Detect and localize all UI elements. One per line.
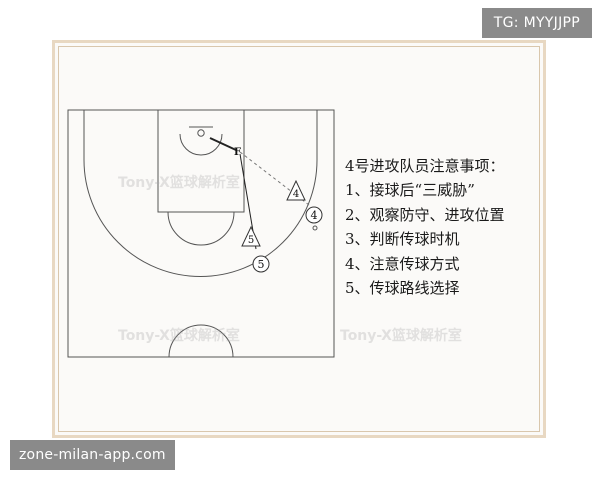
notes-item-2: 2、观察防守、进攻位置 — [345, 205, 505, 224]
player-4-notes: 4号进攻队员注意事项： 1、接球后“三威胁” 2、观察防守、进攻位置 3、判断传… — [345, 154, 505, 300]
offense-label-4: 4 — [311, 209, 318, 222]
telegram-tag: TG: MYYJJPP — [481, 8, 592, 38]
center-circle-arc — [168, 324, 234, 358]
notes-item-4: 4、注意传球方式 — [345, 254, 460, 273]
half-court-boundary — [67, 109, 335, 358]
frame-inner-border — [58, 46, 540, 432]
hoop-icon — [197, 129, 205, 137]
defender-triangle-5 — [241, 225, 261, 247]
free-throw-circle — [167, 211, 235, 246]
offense-label-5: 5 — [258, 258, 265, 271]
ball-holder-marker: F — [234, 147, 241, 158]
notes-item-1: 1、接球后“三威胁” — [345, 181, 475, 200]
watermark-bottom: Tony-X篮球解析室 — [118, 328, 240, 344]
offense-player-4 — [305, 206, 323, 224]
diagram-frame — [52, 40, 546, 438]
defender-label-4: 4 — [293, 189, 299, 200]
three-point-line — [83, 110, 318, 277]
notes-item-5: 5、传球路线选择 — [345, 279, 460, 298]
player-4-small-mark — [312, 225, 318, 231]
defender-label-5: 5 — [248, 235, 254, 246]
watermark-top: Tony-X篮球解析室 — [118, 175, 240, 191]
watermark-bottom-right: Tony-X篮球解析室 — [340, 328, 462, 344]
paint-lane — [157, 109, 245, 213]
notes-title: 4号进攻队员注意事项： — [345, 157, 505, 175]
notes-item-3: 3、判断传球时机 — [345, 230, 460, 249]
offense-player-5 — [252, 255, 270, 273]
site-url-tag: zone-milan-app.com — [10, 440, 175, 470]
defender-triangle-4 — [286, 179, 306, 201]
restricted-area-arc — [179, 133, 223, 156]
pass-route-to-basket — [209, 137, 237, 151]
